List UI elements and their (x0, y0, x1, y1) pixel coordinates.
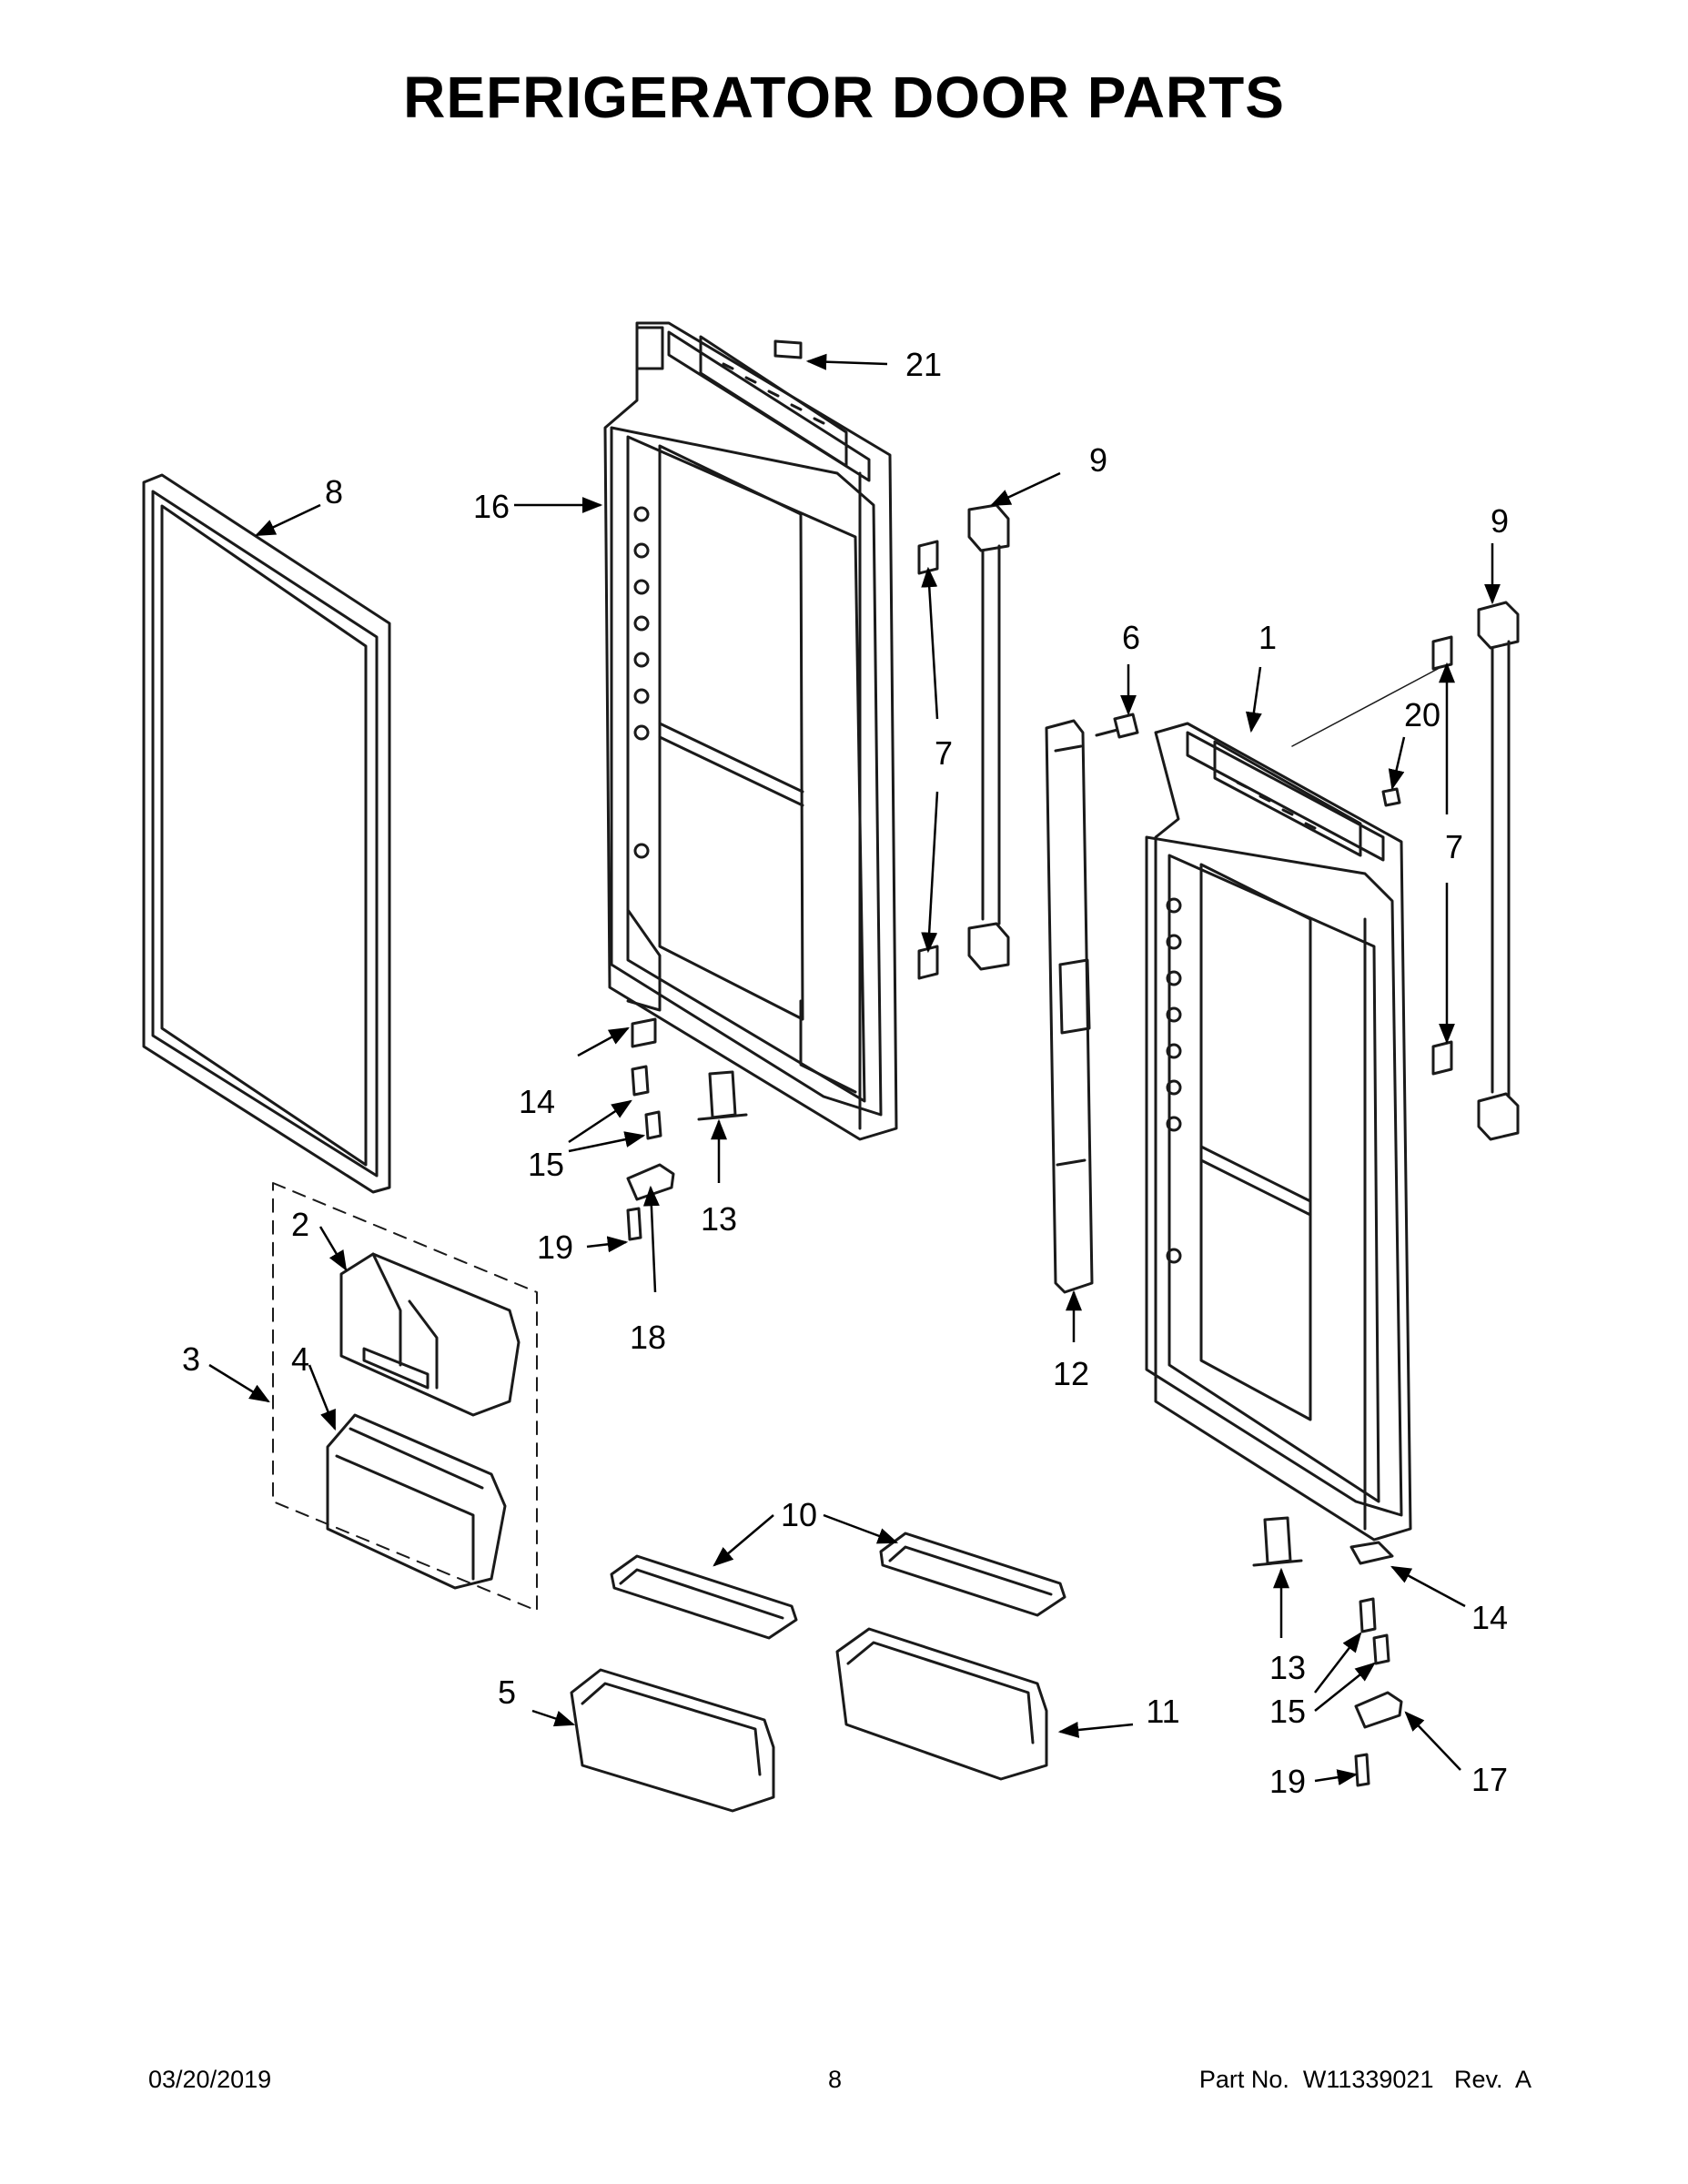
callout-6: 6 (1122, 619, 1140, 656)
door-trim-strip (1045, 719, 1094, 1294)
footer-page-number: 8 (828, 2066, 843, 2093)
shelf-lid-left (610, 1554, 798, 1640)
callout-5: 5 (498, 1673, 516, 1711)
callout-14: 14 (519, 1083, 555, 1120)
callout-14: 14 (1471, 1599, 1508, 1636)
callout-17: 17 (1471, 1761, 1508, 1798)
door-bucket-large (835, 1627, 1048, 1781)
footer-date: 03/20/2019 (148, 2066, 272, 2093)
hinge-plug (1381, 787, 1401, 807)
left-door-liner (603, 321, 898, 1141)
door-bucket-small (570, 1668, 775, 1813)
callout-3: 3 (182, 1340, 200, 1378)
bin-group-outline (272, 1182, 538, 1612)
callout-9: 9 (1491, 502, 1509, 540)
leader-arrows (208, 353, 1501, 1786)
callout-15: 15 (1269, 1693, 1306, 1730)
callout-1: 1 (1258, 619, 1277, 656)
left-hinge-hardware (626, 1017, 748, 1241)
label-patch (773, 339, 803, 359)
callout-7: 7 (935, 734, 953, 772)
callout-16: 16 (473, 488, 510, 525)
right-door-liner (1145, 668, 1439, 1542)
callout-2: 2 (291, 1206, 309, 1243)
callout-12: 12 (1053, 1355, 1089, 1392)
callout-18: 18 (630, 1319, 666, 1356)
page-title: REFRIGERATOR DOOR PARTS (403, 65, 1285, 130)
shelf-lid-right (879, 1532, 1066, 1617)
footer-part-number: Part No. W11339021 Rev. A (1198, 2066, 1531, 2093)
callout-9: 9 (1089, 441, 1107, 479)
callout-10: 10 (781, 1496, 817, 1533)
callout-13: 13 (1269, 1649, 1306, 1686)
door-bin (326, 1413, 507, 1590)
callout-13: 13 (701, 1200, 737, 1238)
door-gasket (142, 473, 391, 1194)
bin-cover (339, 1252, 521, 1417)
callout-8: 8 (325, 473, 343, 511)
callout-4: 4 (291, 1340, 309, 1378)
callout-19: 19 (1269, 1763, 1306, 1800)
callout-20: 20 (1404, 696, 1440, 733)
callout-21: 21 (905, 346, 942, 383)
callout-15: 15 (528, 1146, 564, 1183)
callout-7: 7 (1445, 828, 1463, 865)
screw (1095, 713, 1139, 739)
left-handle-assembly (917, 503, 1010, 980)
callout-11: 11 (1146, 1693, 1179, 1730)
callout-19: 19 (537, 1228, 573, 1266)
